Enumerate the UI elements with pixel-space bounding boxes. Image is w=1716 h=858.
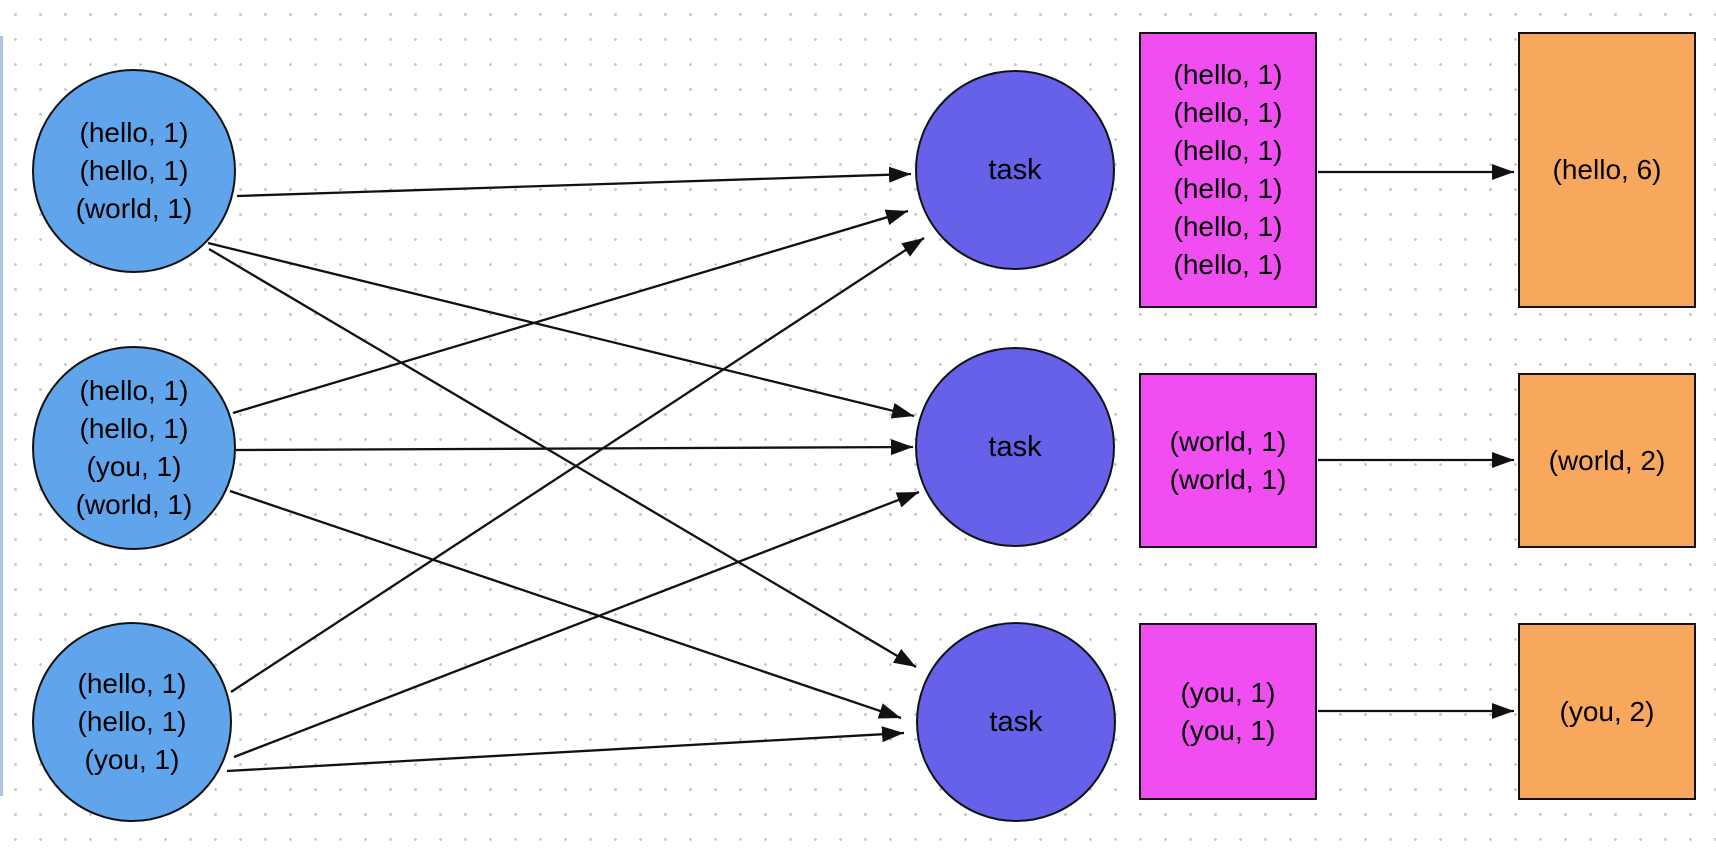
shuffle-arrow-m3-t3 xyxy=(226,726,905,773)
shuffle-arrow-m3-t1 xyxy=(230,237,925,693)
group-box-world: (world, 1) (world, 1) xyxy=(1139,373,1317,548)
result-box-you: (you, 2) xyxy=(1518,623,1696,800)
pair-text: (hello, 1) xyxy=(79,155,189,186)
mapper-node-1: (hello, 1) (hello, 1) (world, 1) xyxy=(32,69,236,273)
shuffle-arrow-m1-t1 xyxy=(236,166,912,198)
pair-text: (you, 1) xyxy=(86,451,182,482)
group-box-you: (you, 1) (you, 1) xyxy=(1139,623,1317,800)
shuffle-arrow-m2-t2 xyxy=(235,439,914,456)
shuffle-arrow-m1-t2 xyxy=(207,241,915,419)
result-you-label: (you, 2) xyxy=(1559,695,1655,727)
pair-text: (hello, 1) xyxy=(1173,249,1283,280)
task-node-1: task xyxy=(915,70,1115,270)
pair-text: (world, 1) xyxy=(1169,425,1287,457)
result-box-world: (world, 2) xyxy=(1518,373,1696,548)
task-3-label: task xyxy=(989,705,1043,738)
shuffle-arrow-m3-t2 xyxy=(233,490,920,759)
group-box-hello: (hello, 1) (hello, 1) (hello, 1) (hello,… xyxy=(1139,32,1317,308)
task-1-label: task xyxy=(988,153,1042,186)
pair-text: (hello, 1) xyxy=(1173,211,1283,242)
pair-text: (hello, 1) xyxy=(79,117,189,148)
group-hello-pairs: (hello, 1) (hello, 1) (hello, 1) (hello,… xyxy=(1174,56,1283,284)
pair-text: (hello, 1) xyxy=(1173,135,1283,166)
pair-text: (you, 1) xyxy=(1180,676,1276,708)
group-world-pairs: (world, 1) (world, 1) xyxy=(1170,423,1287,499)
pair-text: (hello, 1) xyxy=(79,375,189,406)
shuffle-arrow-m1-t3 xyxy=(208,248,917,668)
pair-text: (world, 1) xyxy=(75,489,193,520)
pair-text: (world, 1) xyxy=(75,193,193,224)
mapper-node-2: (hello, 1) (hello, 1) (you, 1) (world, 1… xyxy=(32,346,236,550)
pair-text: (hello, 1) xyxy=(1173,59,1283,90)
mapper-1-pairs: (hello, 1) (hello, 1) (world, 1) xyxy=(76,114,193,228)
task-node-2: task xyxy=(915,347,1115,547)
shuffle-arrow-m2-t1 xyxy=(232,209,909,415)
task-node-3: task xyxy=(916,622,1116,822)
canvas-left-edge-line xyxy=(0,36,3,796)
pair-text: (hello, 1) xyxy=(77,706,187,737)
pair-text: (hello, 1) xyxy=(1173,173,1283,204)
pair-text: (hello, 1) xyxy=(77,668,187,699)
pair-text: (you, 1) xyxy=(1180,714,1276,746)
pair-text: (world, 1) xyxy=(1169,463,1287,495)
result-hello-label: (hello, 6) xyxy=(1552,154,1662,185)
result-box-hello: (hello, 6) xyxy=(1518,32,1696,308)
mapper-2-pairs: (hello, 1) (hello, 1) (you, 1) (world, 1… xyxy=(76,372,193,524)
mapper-3-pairs: (hello, 1) (hello, 1) (you, 1) xyxy=(78,665,187,779)
pair-text: (hello, 1) xyxy=(79,413,189,444)
group-you-pairs: (you, 1) (you, 1) xyxy=(1181,674,1276,750)
task-2-label: task xyxy=(988,430,1042,463)
shuffle-arrow-m2-t3 xyxy=(229,489,902,720)
pair-text: (hello, 1) xyxy=(1173,97,1283,128)
result-world-label: (world, 2) xyxy=(1548,444,1666,476)
pair-text: (you, 1) xyxy=(84,744,180,775)
mapper-node-3: (hello, 1) (hello, 1) (you, 1) xyxy=(32,622,232,822)
